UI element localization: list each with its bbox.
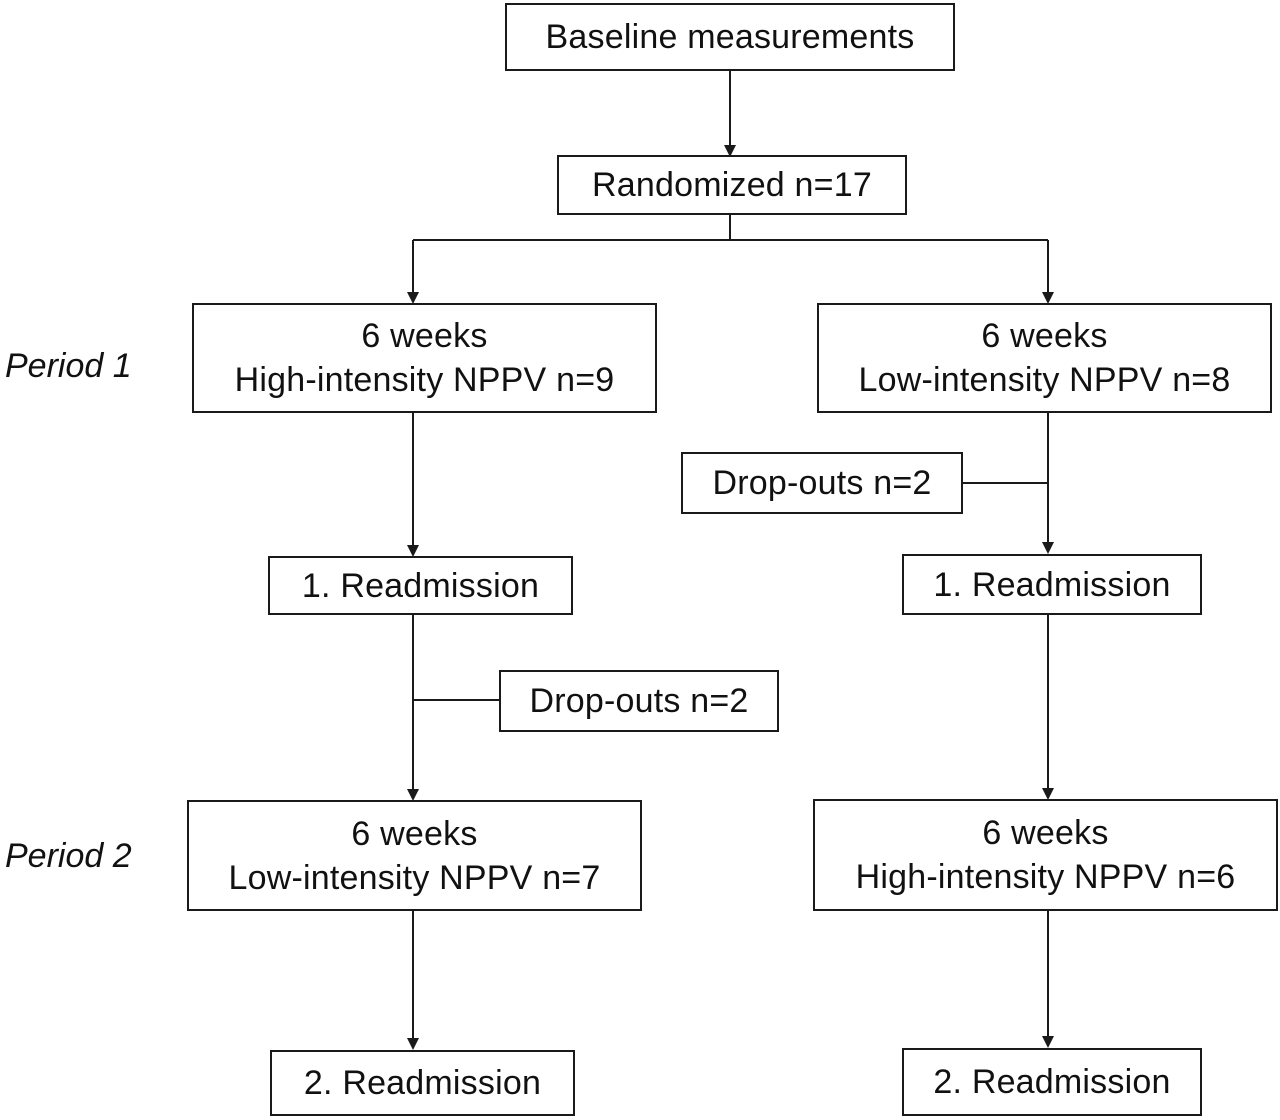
left-dropouts-box: Drop-outs n=2 [499,670,779,732]
right-readmission-2-box: 2. Readmission [902,1048,1202,1116]
right-period-2-treatment: High-intensity NPPV n=6 [855,858,1236,896]
right-period-1-duration: 6 weeks [981,317,1108,355]
right-period-2-box: 6 weeks High-intensity NPPV n=6 [813,799,1278,911]
baseline-measurements-label: Baseline measurements [545,18,915,56]
left-period-2-treatment: Low-intensity NPPV n=7 [228,858,601,897]
left-dropouts-label: Drop-outs n=2 [529,682,749,720]
right-dropouts-label: Drop-outs n=2 [712,464,932,502]
left-readmission-1-label: 1. Readmission [301,566,540,605]
left-readmission-2-label: 2. Readmission [303,1064,542,1102]
left-period-2-box: 6 weeks Low-intensity NPPV n=7 [187,800,642,911]
right-period-2-duration: 6 weeks [982,814,1109,852]
right-period-1-treatment: Low-intensity NPPV n=8 [858,361,1231,399]
left-period-1-box: 6 weeks High-intensity NPPV n=9 [192,303,657,413]
left-period-2-duration: 6 weeks [351,814,478,853]
randomized-label: Randomized n=17 [592,166,872,204]
left-readmission-1-box: 1. Readmission [268,556,573,615]
left-period-1-duration: 6 weeks [361,317,488,355]
right-dropouts-box: Drop-outs n=2 [681,452,963,514]
period-1-label: Period 1 [5,347,132,385]
baseline-measurements-box: Baseline measurements [505,3,955,71]
right-period-1-box: 6 weeks Low-intensity NPPV n=8 [817,303,1272,413]
right-readmission-1-label: 1. Readmission [933,565,1171,604]
left-readmission-2-box: 2. Readmission [270,1050,575,1116]
right-readmission-1-box: 1. Readmission [902,554,1202,615]
right-readmission-2-label: 2. Readmission [933,1063,1171,1101]
randomized-box: Randomized n=17 [557,155,907,215]
period-2-label: Period 2 [5,837,132,875]
left-period-1-treatment: High-intensity NPPV n=9 [234,361,615,399]
